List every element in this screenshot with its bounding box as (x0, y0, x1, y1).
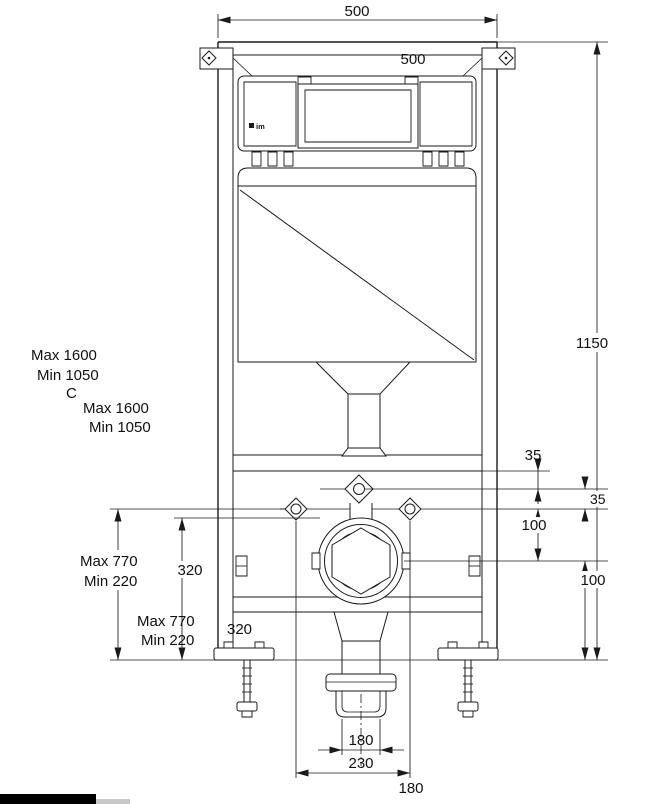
water-connection-fittings (280, 475, 421, 520)
flush-funnel (316, 362, 410, 394)
flush-pipe-upper (316, 362, 410, 456)
tank-diagonal-line (240, 190, 474, 360)
dim-label-35-first: 35 (525, 447, 542, 464)
anchor-dot-right (504, 56, 508, 60)
label-backing (77, 550, 141, 590)
dimension-offset-35-first: 35 (478, 447, 550, 504)
dimension-frame-height-1150: 1150 (497, 42, 616, 660)
dim-label-min-1050-second: Min 1050 (89, 419, 151, 436)
label-backing (518, 517, 551, 533)
flush-unit-right-panel (420, 82, 472, 146)
anchor-dot-left (207, 56, 211, 60)
dim-label-320-second: 320 (227, 621, 252, 638)
anchor-diamond-left-icon (202, 51, 216, 65)
flush-unit-left-panel (244, 82, 296, 146)
flush-pipe-flare (342, 448, 386, 456)
brand-logo-text: im (256, 122, 265, 131)
dim-label-max-1600-second: Max 1600 (83, 400, 149, 417)
housing-tab-right (405, 77, 418, 84)
foot-bolt (255, 642, 264, 648)
dimension-bottom-180: 180 (318, 719, 404, 755)
wall-bracket-left-plate (200, 48, 233, 69)
housing-tab-left (298, 77, 311, 84)
dim-label-inner-width: 500 (400, 51, 425, 68)
wall-mounting-brackets (200, 48, 515, 69)
dim-label-max-1600-first: Max 1600 (31, 347, 97, 364)
taskbar-fragment-dark (0, 794, 96, 804)
outlet-funnel (334, 612, 388, 641)
dim-label-180-first: 180 (348, 732, 373, 749)
dimension-offset-100-first: 100 (404, 509, 608, 561)
outlet-cap (336, 691, 386, 717)
foot-bolt (479, 642, 488, 648)
dimension-offset-100-second: 100 (577, 561, 611, 660)
dim-label-100-first: 100 (521, 517, 546, 534)
foot-plate-left (214, 648, 274, 660)
section-mark-label: C (66, 385, 77, 402)
label-backing (172, 561, 209, 578)
dimension-offset-35-second: 35 (365, 476, 612, 522)
diamond-fitting-right-bore (405, 504, 415, 514)
anchor-diamond-right-icon (499, 51, 513, 65)
dimension-bottom-230: 230 (296, 521, 410, 778)
fastener-clip (284, 152, 293, 166)
dim-label-min-220-first: Min 220 (84, 573, 137, 590)
dimension-outlet-height-320: 320 (172, 518, 320, 660)
outlet-pipe-lower (326, 612, 396, 766)
square-fitting-bore (354, 484, 365, 495)
label-backing (577, 571, 611, 588)
foot-pad-left (237, 702, 257, 711)
brand-logo-mark (249, 123, 254, 128)
foot-plate-right (438, 648, 498, 660)
dim-label-top-width: 500 (344, 3, 369, 20)
dim-label-frame-height: 1150 (576, 335, 608, 352)
dim-label-max-770-first: Max 770 (80, 553, 138, 570)
dim-label-35-second: 35 (590, 491, 606, 507)
taskbar-fragment-light (96, 799, 130, 804)
floating-annotations: Max 1600 Min 1050 C Max 1600 Min 1050 Ma… (31, 347, 424, 797)
inspection-window-inner (305, 90, 411, 142)
tank-body (238, 168, 476, 362)
fastener-clip (268, 152, 277, 166)
drain-side-tab-left (312, 553, 320, 569)
dim-label-min-220-second: Min 220 (141, 632, 194, 649)
dim-label-max-770-second: Max 770 (137, 613, 195, 630)
drain-hex-nut (332, 528, 390, 594)
fastener-clip (455, 152, 464, 166)
fastener-clip (439, 152, 448, 166)
foot-bolt (224, 642, 233, 648)
foot-pad-base-right (463, 711, 473, 717)
label-backing (588, 491, 612, 507)
dimension-top-width-500: 500 (218, 3, 497, 38)
foot-bolt (448, 642, 457, 648)
corner-brace-left (233, 58, 252, 76)
fastener-clip (423, 152, 432, 166)
flush-unit-box: im (238, 76, 476, 166)
outlet-pipe-body (342, 641, 380, 674)
mounting-frame (218, 42, 497, 648)
foot-pad-base-left (242, 711, 252, 717)
dim-label-min-1050-first: Min 1050 (37, 367, 99, 384)
dim-label-320-first: 320 (177, 562, 202, 579)
diamond-fitting-left-bore (291, 504, 301, 514)
corner-brace-right (463, 58, 482, 76)
adjustable-feet (214, 642, 498, 717)
dim-label-100-second: 100 (580, 572, 605, 589)
fastener-clip (252, 152, 261, 166)
wall-bracket-right-plate (482, 48, 515, 69)
dim-label-180-second: 180 (398, 780, 423, 797)
cistern-tank (238, 168, 476, 362)
dim-label-230: 230 (348, 755, 373, 772)
foot-pad-right (458, 702, 478, 711)
outlet-flange (326, 674, 396, 691)
dimension-outlet-range-1: Max 770 Min 220 (77, 509, 286, 660)
drain-assembly (312, 518, 410, 604)
label-backing (570, 333, 616, 352)
screen-corner-artifact (0, 794, 130, 804)
